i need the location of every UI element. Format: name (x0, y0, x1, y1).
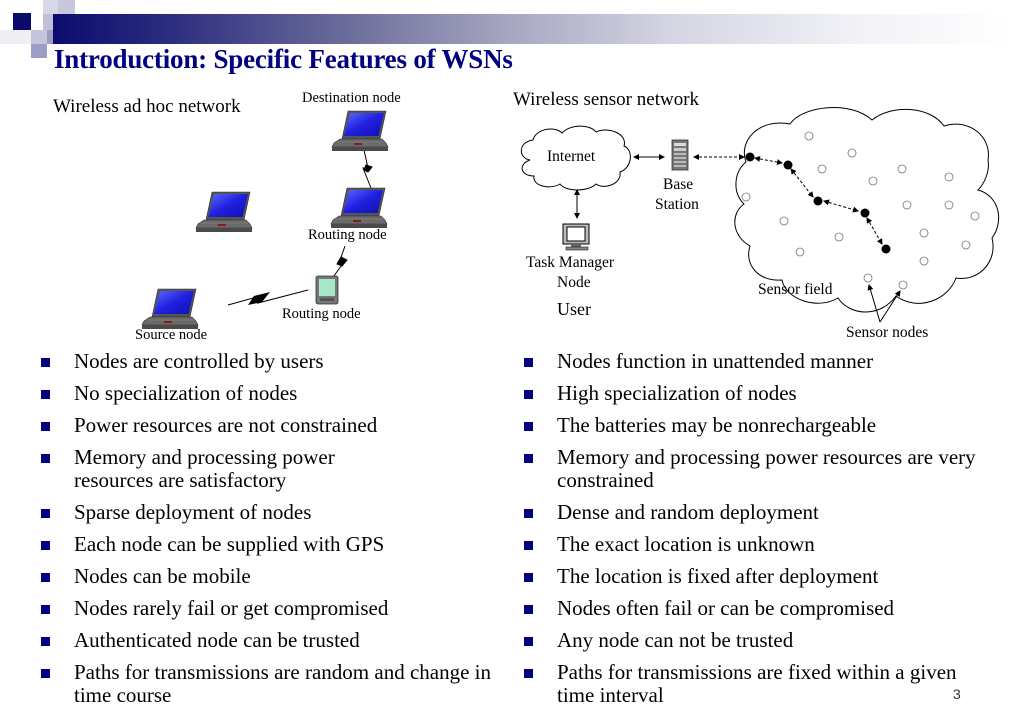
bullet-square-icon (524, 454, 533, 463)
adhoc-network-diagram (141, 110, 389, 330)
bullet-square-icon (41, 454, 50, 463)
idle-node-laptop-icon (195, 191, 253, 233)
bullet-square-icon (524, 573, 533, 582)
list-item: Memory and processing power resources ar… (40, 446, 404, 492)
wsn-heading: Wireless sensor network (513, 89, 700, 110)
active-sensor-nodes (745, 152, 891, 254)
list-item: No specialization of nodes (40, 382, 490, 405)
bullet-square-icon (524, 509, 533, 518)
list-item: The batteries may be nonrechargeable (523, 414, 993, 437)
idle-sensor-nodes (741, 131, 980, 290)
bullet-square-icon (41, 573, 50, 582)
destination-node-laptop-icon (331, 110, 389, 152)
bullet-square-icon (41, 605, 50, 614)
routing-node-laptop-label: Routing node (308, 227, 387, 243)
routing-node-pda-icon (315, 275, 339, 305)
list-item: Any node can not be trusted (523, 629, 993, 652)
slide-title: Introduction: Specific Features of WSNs (54, 44, 513, 74)
list-item: Sparse deployment of nodes (40, 501, 490, 524)
bullet-square-icon (41, 358, 50, 367)
source-node-label: Source node (135, 327, 208, 343)
routing-node-pda-label: Routing node (282, 306, 361, 322)
bullet-square-icon (524, 605, 533, 614)
source-node-laptop-icon (141, 288, 199, 330)
wireless-link (362, 149, 373, 189)
list-item: Paths for transmissions are random and c… (40, 661, 494, 707)
wireless-link (330, 245, 348, 281)
bullet-square-icon (41, 422, 50, 431)
wsn-diagram (520, 107, 1000, 323)
base-station-server-icon (671, 139, 689, 171)
list-item: High specialization of nodes (523, 382, 993, 405)
list-item: Dense and random deployment (523, 501, 993, 524)
list-item: Memory and processing power resources ar… (523, 446, 997, 492)
task-manager-computer-icon (562, 223, 590, 251)
bullet-square-icon (41, 541, 50, 550)
list-item: Power resources are not constrained (40, 414, 490, 437)
task-manager-label-line2: Node (557, 274, 591, 291)
list-item: Nodes function in unattended manner (523, 350, 993, 373)
sensor-field-label: Sensor field (758, 281, 833, 298)
destination-node-label: Destination node (302, 90, 401, 106)
bullet-square-icon (524, 669, 533, 678)
network-diagrams (141, 107, 1000, 330)
title-gradient-bar (53, 14, 1013, 44)
wsn-features-list: Nodes function in unattended manner High… (523, 350, 993, 716)
bullet-square-icon (524, 541, 533, 550)
bullet-square-icon (524, 422, 533, 431)
bullet-square-icon (524, 358, 533, 367)
bullet-square-icon (524, 390, 533, 399)
bullet-square-icon (41, 509, 50, 518)
wireless-link (227, 289, 309, 306)
list-item: Nodes can be mobile (40, 565, 490, 588)
internet-cloud (520, 125, 631, 191)
bullet-square-icon (41, 390, 50, 399)
list-item: Authenticated node can be trusted (40, 629, 490, 652)
adhoc-features-list: Nodes are controlled by users No special… (40, 350, 491, 716)
routing-node-laptop-icon (330, 187, 388, 229)
task-manager-label-line1: Task Manager (526, 254, 615, 271)
adhoc-heading: Wireless ad hoc network (53, 96, 241, 117)
bullet-square-icon (524, 637, 533, 646)
list-item: Nodes often fail or can be compromised (523, 597, 993, 620)
list-item: Nodes rarely fail or get compromised (40, 597, 490, 620)
list-item: Nodes are controlled by users (40, 350, 490, 373)
bullet-square-icon (41, 637, 50, 646)
list-item: The location is fixed after deployment (523, 565, 993, 588)
base-station-label-line1: Base (663, 176, 694, 193)
list-item: Paths for transmissions are fixed within… (523, 661, 997, 707)
sensor-nodes-label: Sensor nodes (846, 324, 929, 341)
list-item: The exact location is unknown (523, 533, 993, 556)
bullet-square-icon (41, 669, 50, 678)
page-number: 3 (953, 686, 961, 702)
list-item: Each node can be supplied with GPS (40, 533, 490, 556)
user-label: User (557, 299, 591, 319)
internet-label: Internet (547, 148, 596, 165)
base-station-label-line2: Station (655, 196, 699, 213)
